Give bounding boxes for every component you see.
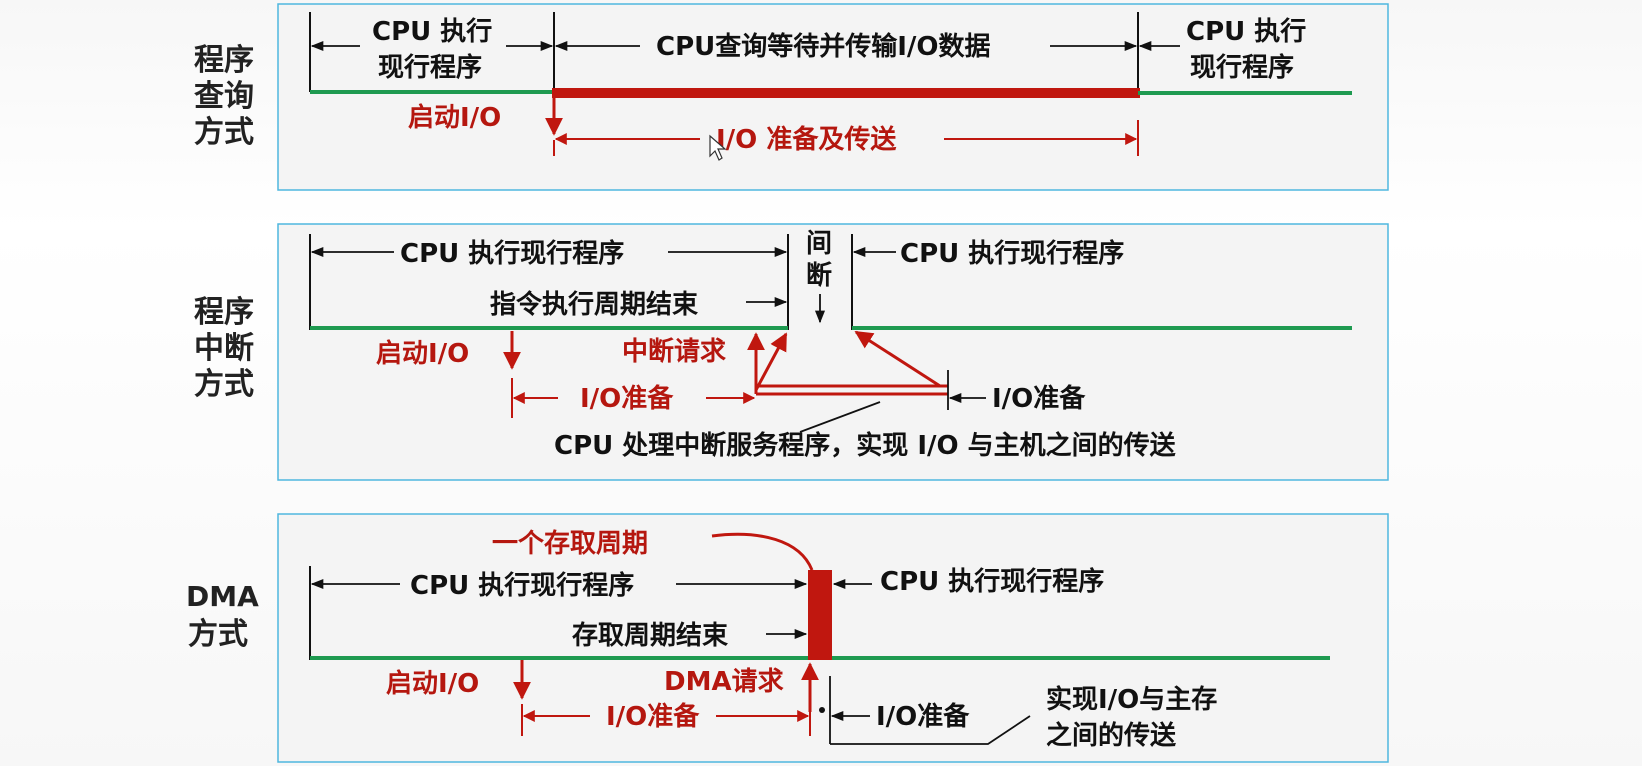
dma-panel: DMA 方式 一个存取周期 CPU 执行现行程序 CPU 执行现行程序 存取周期… <box>186 513 1389 763</box>
polling-io-bar <box>552 88 1140 98</box>
interrupt-request: 中断请求 <box>622 336 726 367</box>
interrupt-cpu-exec-right: CPU 执行现行程序 <box>900 238 1124 269</box>
polling-cpu-exec-right-1: CPU 执行 <box>1186 16 1306 47</box>
mouse-cursor-icon <box>709 134 727 161</box>
interrupt-side-label-3: 方式 <box>194 367 254 402</box>
polling-start-io: 启动I/O <box>408 102 501 133</box>
interrupt-panel: 程序 中断 方式 CPU 执行现行程序 间 断 CPU 执行现行程序 指令执行周… <box>194 223 1389 481</box>
interrupt-gap-1: 间 <box>806 229 832 259</box>
interrupt-side-label-1: 程序 <box>194 295 254 330</box>
dma-transfer-2: 之间的传送 <box>1046 720 1176 751</box>
polling-side-label-2: 查询 <box>194 79 254 114</box>
dma-request: DMA请求 <box>664 667 784 697</box>
interrupt-gap-2: 断 <box>806 260 832 291</box>
dma-side-label-1: DMA <box>186 580 259 613</box>
interrupt-service: CPU 处理中断服务程序，实现 I/O 与主机之间的传送 <box>554 430 1176 461</box>
interrupt-cpu-exec-left: CPU 执行现行程序 <box>400 238 624 269</box>
interrupt-start-io: 启动I/O <box>376 338 469 369</box>
dma-cpu-exec-left: CPU 执行现行程序 <box>410 570 634 601</box>
polling-cpu-wait: CPU查询等待并传输I/O数据 <box>656 31 991 62</box>
dma-side-label-2: 方式 <box>188 617 248 652</box>
interrupt-side-label-2: 中断 <box>194 331 254 366</box>
dma-access-cycle: 一个存取周期 <box>492 529 648 559</box>
interrupt-instr-cycle-end: 指令执行周期结束 <box>490 289 699 320</box>
interrupt-io-prep-right: I/O准备 <box>992 384 1086 414</box>
dma-cpu-exec-right: CPU 执行现行程序 <box>880 566 1104 597</box>
dma-start-io: 启动I/O <box>386 668 479 699</box>
polling-side-label-1: 程序 <box>194 43 254 78</box>
polling-cpu-exec-left-2: 现行程序 <box>378 52 482 83</box>
interrupt-io-prep-left: I/O准备 <box>580 384 674 414</box>
dma-transfer-1: 实现I/O与主存 <box>1046 684 1217 715</box>
polling-cpu-exec-left-1: CPU 执行 <box>372 16 492 47</box>
dma-io-prep-right: I/O准备 <box>876 702 970 732</box>
polling-side-label-3: 方式 <box>194 115 254 150</box>
dma-io-prep-left: I/O准备 <box>606 702 700 732</box>
polling-cpu-exec-right-2: 现行程序 <box>1190 52 1294 83</box>
dma-access-cycle-end: 存取周期结束 <box>572 620 729 651</box>
dma-access-cycle-pointer <box>711 532 814 571</box>
dma-cycle-block <box>808 570 832 660</box>
polling-io-prep-transfer: I/O 准备及传送 <box>716 125 896 155</box>
polling-panel: 程序 查询 方式 CPU 执行 现行程序 CPU查询等待并传输I/O数据 CPU… <box>194 3 1389 191</box>
